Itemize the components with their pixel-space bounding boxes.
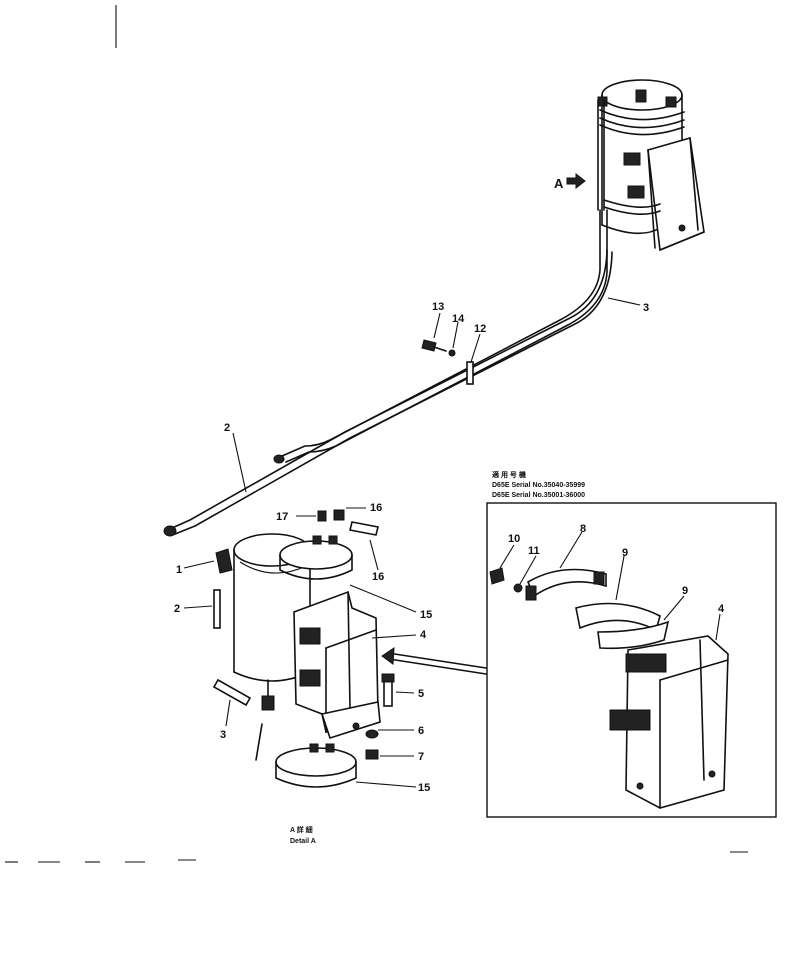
detail-applicability-note: 適 用 号 機 D65E Serial No.35040-35999 D65E … — [492, 470, 585, 499]
callout-17: 17 — [276, 511, 288, 523]
detail-a-frame — [486, 502, 777, 818]
callout-4-detail: 4 — [718, 603, 725, 615]
detail-link-arrow — [381, 647, 487, 675]
callout-12: 12 — [474, 323, 486, 335]
note-line-1: 適 用 号 機 — [492, 470, 526, 479]
callout-14: 14 — [452, 313, 465, 325]
note-line-3: D65E Serial No.35001-36000 — [492, 492, 585, 499]
view-arrow-a: A — [554, 172, 586, 191]
caption-line-2: Detail A — [290, 838, 316, 845]
callout-7: 7 — [418, 751, 424, 763]
detail-a-caption: A 詳 細 Detail A — [290, 825, 316, 845]
callout-1: 1 — [176, 564, 182, 576]
callout-4-bracket: 4 — [420, 629, 427, 641]
callout-2-pipe: 2 — [224, 422, 230, 434]
leader-lines — [183, 297, 721, 788]
upper-tank-assembly — [597, 79, 705, 252]
callout-2-stub: 2 — [174, 603, 180, 615]
view-marker-label: A — [554, 176, 564, 191]
callout-11: 11 — [528, 545, 540, 557]
callout-15-upper: 15 — [420, 609, 432, 621]
callout-10: 10 — [508, 533, 520, 545]
callout-16-upper: 16 — [370, 502, 382, 514]
callout-5: 5 — [418, 688, 424, 700]
callout-15-lower: 15 — [418, 782, 430, 794]
lower-tank-assembly — [212, 509, 395, 788]
fuel-pipe-2 — [163, 249, 613, 537]
callout-16-lower: 16 — [372, 571, 384, 583]
callout-13: 13 — [432, 301, 444, 313]
callout-3-upper: 3 — [643, 302, 649, 314]
callout-9-upper: 9 — [622, 547, 628, 559]
callout-6: 6 — [418, 725, 424, 737]
detail-a-parts — [489, 567, 729, 809]
callout-labels: 3 13 14 12 2 17 16 16 1 2 15 4 5 6 7 15 … — [174, 301, 725, 794]
callout-9-lower: 9 — [682, 585, 688, 597]
note-line-2: D65E Serial No.35040-35999 — [492, 482, 585, 489]
scan-marks — [5, 5, 748, 863]
caption-line-1: A 詳 細 — [290, 825, 313, 834]
pipe-clip-group — [421, 339, 474, 385]
fuel-pipe-3 — [273, 209, 608, 464]
callout-8: 8 — [580, 523, 586, 535]
callout-3-bolt: 3 — [220, 729, 226, 741]
